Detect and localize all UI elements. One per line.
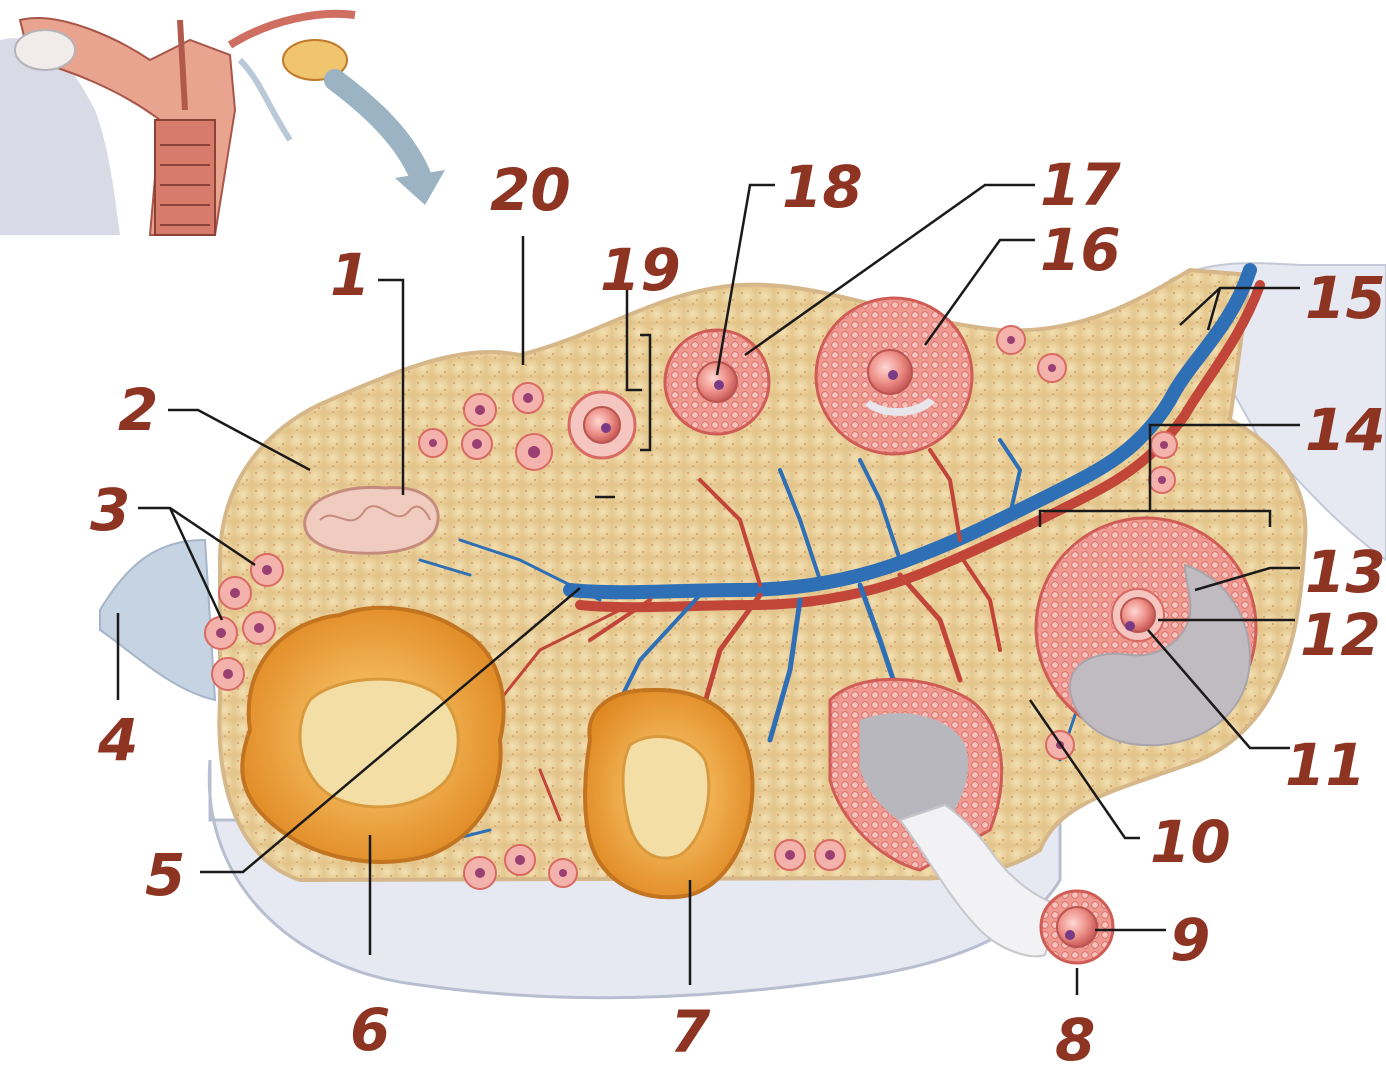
label-7: 7 (670, 998, 711, 1066)
label-12: 12 (1300, 601, 1381, 669)
label-20: 20 (490, 156, 571, 224)
vesicular-follicle (1034, 516, 1258, 747)
label-14: 14 (1305, 396, 1386, 464)
label-2: 2 (118, 376, 158, 444)
label-17: 17 (1040, 151, 1121, 219)
label-11: 11 (1285, 731, 1366, 799)
hilum-blood-vessels (418, 263, 1265, 842)
label-4: 4 (97, 706, 138, 774)
label-19: 19 (600, 236, 681, 304)
label-9: 9 (1170, 906, 1210, 974)
label-1: 1 (330, 241, 370, 309)
corpus-luteum-developing (583, 687, 755, 900)
number-labels: 1 2 3 4 5 6 7 8 9 10 11 12 13 14 15 16 1… (90, 151, 1386, 1074)
antral-follicle (814, 296, 974, 456)
label-3: 3 (90, 476, 130, 544)
leader-lines (116, 183, 1300, 995)
label-6: 6 (350, 996, 390, 1064)
ruptured-follicle (828, 677, 1062, 958)
label-10: 10 (1150, 808, 1231, 876)
label-8: 8 (1055, 1006, 1095, 1074)
corpus-albicans (303, 486, 440, 555)
primordial-follicles (204, 325, 1178, 890)
secondary-follicle (663, 328, 771, 436)
label-13: 13 (1305, 538, 1386, 606)
label-18: 18 (782, 153, 863, 221)
label-16: 16 (1040, 216, 1121, 284)
label-15: 15 (1305, 264, 1386, 332)
inset-reproductive-tract (0, 0, 365, 236)
suspensory-ligament (99, 538, 217, 702)
ovulated-oocyte (1039, 889, 1115, 965)
label-5: 5 (145, 841, 185, 909)
pointer-arrow (324, 69, 445, 205)
primary-follicle (567, 390, 637, 460)
corpus-luteum-mature (240, 605, 506, 864)
